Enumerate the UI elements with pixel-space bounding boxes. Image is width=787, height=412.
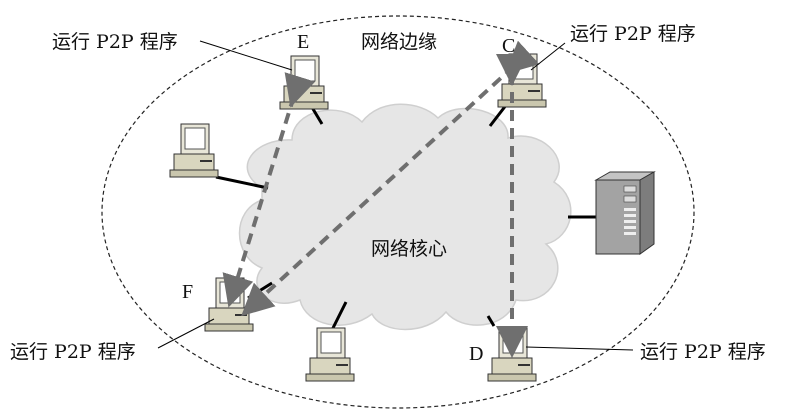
p2p-label-c: 运行 P2P 程序 [570, 23, 696, 45]
node-label-e: E [297, 31, 309, 53]
edge-region-label: 网络边缘 [361, 31, 437, 53]
host-f [204, 277, 254, 332]
node-label-d: D [469, 343, 483, 365]
network-edge-boundary [101, 15, 695, 409]
network-core-cloud [238, 103, 572, 331]
host-bottom [305, 327, 355, 382]
link-d [486, 315, 496, 327]
callout-c [530, 42, 566, 71]
callout-e [199, 40, 293, 71]
p2p-arrow-c-to-f [241, 40, 540, 317]
host-c [497, 53, 547, 108]
callout-lines [157, 40, 634, 351]
p2p-label-e: 运行 P2P 程序 [52, 31, 178, 53]
node-label-f: F [182, 281, 193, 303]
host-left [169, 123, 219, 178]
p2p-label-f: 运行 P2P 程序 [10, 341, 136, 363]
core-region-label: 网络核心 [371, 238, 447, 260]
callout-d [525, 346, 634, 351]
p2p-label-d: 运行 P2P 程序 [640, 341, 766, 363]
callout-f [157, 318, 215, 349]
p2p-connections [222, 40, 540, 358]
host-e [279, 55, 329, 110]
node-label-c: C [502, 35, 515, 57]
server [594, 171, 656, 255]
